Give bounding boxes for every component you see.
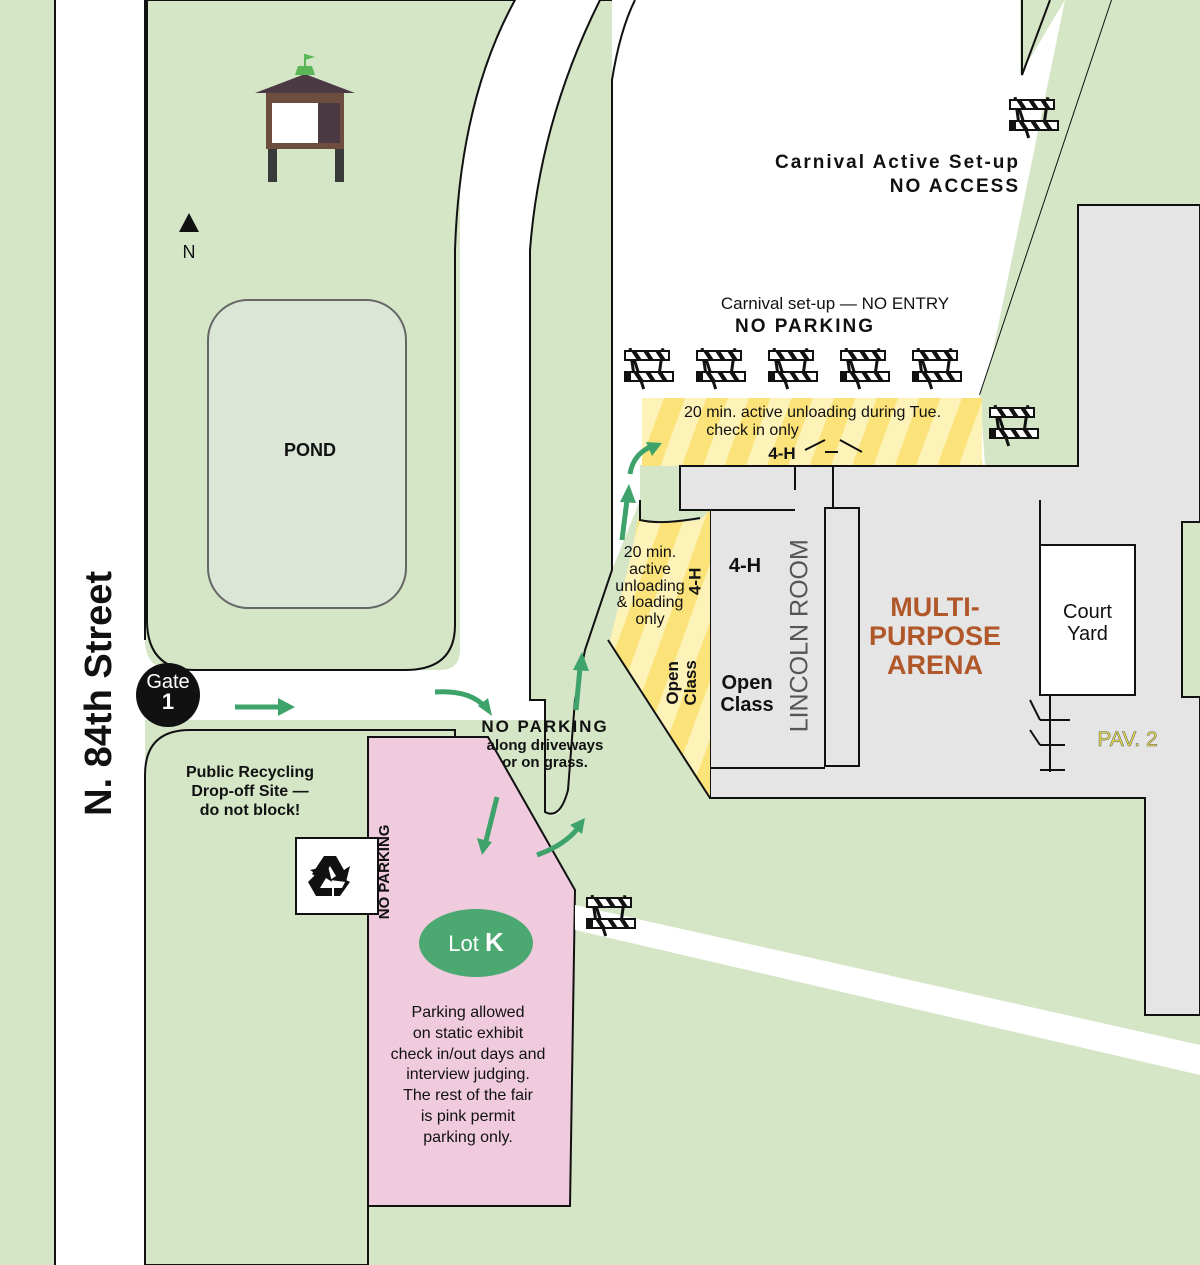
lot-description-line: check in/out days and (390, 1045, 546, 1063)
arrow-to-lot (482, 796, 500, 846)
four-h-side-label: 4-H (685, 567, 705, 596)
unloading-side-line: & loading (616, 594, 684, 612)
arena-line: PURPOSE (868, 621, 1002, 652)
no-parking-driveways-label: NO PARKING along driveways or on grass. (455, 717, 635, 771)
arrow-lot-exit (536, 826, 580, 858)
unloading-side-line: only (635, 611, 665, 629)
pond (207, 299, 407, 609)
north-arrow-icon (179, 213, 199, 232)
lot-description-line: parking only. (423, 1128, 513, 1146)
carnival-mid-label: Carnival set-up — NO ENTRY NO PARKING (690, 293, 980, 340)
no-parking-line: NO PARKING (481, 717, 609, 736)
carnival-top-label: Carnival Active Set-up NO ACCESS (730, 151, 1020, 199)
lot-description-line: is pink permit (420, 1107, 516, 1125)
carnival-mid-line2: NO PARKING (735, 316, 875, 338)
lot-description-line: interview judging. (406, 1066, 530, 1084)
open-class-side-line: Open (663, 661, 683, 705)
carnival-mid-line1: Carnival set-up — NO ENTRY (720, 294, 950, 313)
no-parking-line: or on grass. (502, 753, 588, 771)
direction-arrows (235, 444, 652, 858)
gate-number: 1 (161, 689, 175, 714)
unloading-top-line2: check in only (706, 421, 799, 439)
unloading-side-line: active (629, 560, 671, 578)
court-yard-label: Court Yard (1045, 601, 1130, 645)
kiosk-icon (255, 54, 355, 182)
open-class-side-label: Open Class (663, 643, 700, 723)
open-class-room-label: Open Class (712, 672, 782, 716)
side-loading-zone (610, 510, 710, 798)
arena-line: ARENA (886, 650, 983, 681)
gate-label[interactable]: Gate 1 (136, 671, 200, 714)
lincoln-room-label: LINCOLN ROOM (785, 539, 814, 733)
recycling-line: Drop-off Site — (191, 783, 309, 801)
n-84th-street-road (55, 0, 145, 1265)
lot-letter: K (484, 927, 504, 957)
open-class-side-line: Class (681, 660, 700, 706)
recycling-line: do not block! (199, 802, 301, 820)
top-loading-zone (642, 398, 982, 466)
carnival-top-line2: NO ACCESS (889, 175, 1020, 197)
no-parking-line: along driveways (486, 736, 604, 754)
arrow-heads (278, 442, 662, 855)
arrow-up-1 (573, 667, 583, 711)
right-inner-grass (1181, 521, 1200, 698)
open-class-room-line: Open (721, 672, 773, 694)
recycling-no-parking-sign: NO PARKING (376, 824, 394, 920)
lot-description-line: Parking allowed (411, 1004, 525, 1021)
recycling-line: Public Recycling (185, 764, 315, 781)
arrow-up-2 (619, 499, 630, 541)
lot-k-description: Parking allowed on static exhibit check … (368, 1003, 568, 1149)
arena-label: MULTI- PURPOSE ARENA (860, 592, 1010, 681)
four-h-top-label: 4-H (768, 444, 796, 463)
open-class-room-line: Class (720, 694, 774, 716)
compass-label: N (182, 242, 196, 262)
unloading-top-line1: 20 min. active unloading during Tue. (683, 404, 942, 421)
court-yard-line: Yard (1067, 623, 1108, 645)
gate-1-badge[interactable] (136, 663, 200, 727)
court-yard (1039, 544, 1136, 696)
right-grass (980, 0, 1200, 465)
lot-prefix: Lot (448, 931, 479, 956)
street-name: N. 84th Street (78, 570, 121, 816)
arrow-curve-top (627, 444, 652, 475)
lincoln-room-wall (824, 507, 860, 767)
lot-description-line: on static exhibit (412, 1024, 524, 1042)
unloading-side-label: 20 min. active unloading & loading only (600, 544, 700, 629)
diagonal-path (575, 905, 1200, 1075)
lot-k-badge-label: Lot K (430, 928, 522, 957)
unloading-side-line: unloading (615, 577, 685, 595)
pavilion-label: PAV. 2 (1097, 728, 1158, 752)
court-yard-line: Court (1063, 601, 1112, 623)
pond-label: POND (283, 440, 336, 460)
recycling-label: Public Recycling Drop-off Site — do not … (160, 763, 340, 821)
gate-word: Gate (146, 671, 190, 693)
lot-description-line: The rest of the fair (403, 1087, 533, 1105)
carnival-top-line1: Carnival Active Set-up (775, 152, 1020, 173)
lot-k-badge (419, 909, 533, 977)
unloading-top-label: 20 min. active unloading during Tue. che… (645, 404, 980, 440)
unloading-side-line: 20 min. (623, 544, 677, 561)
four-h-room-label: 4-H (728, 555, 762, 577)
recycle-icon (308, 856, 350, 896)
arena-line: MULTI- (890, 592, 980, 622)
